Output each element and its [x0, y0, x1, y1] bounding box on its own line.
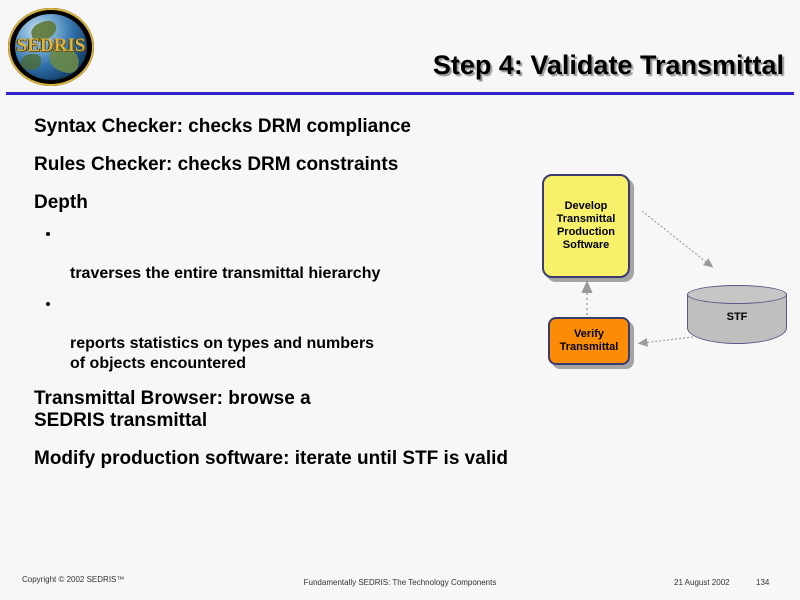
title-divider — [6, 92, 794, 95]
sub-bullet-group: traverses the entire transmittal hierarc… — [34, 224, 524, 374]
bullet-dot-icon — [46, 302, 50, 306]
globe-landmass — [21, 54, 41, 70]
bullet-level2: reports statistics on types and numbers … — [34, 294, 524, 374]
connector-develop-to-stf — [641, 210, 714, 268]
footer-copyright: Copyright © 2002 SEDRIS™ — [22, 575, 125, 584]
footer-date: 21 August 2002 — [674, 578, 730, 587]
bullet-level2-label: reports statistics on types and numbers … — [70, 335, 375, 372]
sedris-globe-logo: SEDRIS — [8, 8, 98, 86]
footer-title: Fundamentally SEDRIS: The Technology Com… — [303, 578, 497, 587]
diagram-node-stf[interactable]: STF — [687, 285, 787, 352]
diagram-node-verify[interactable]: Verify Transmittal — [548, 317, 630, 365]
process-diagram: Develop Transmittal Production Software … — [530, 165, 798, 390]
bullet-level1: Modify production software: iterate unti… — [34, 448, 508, 469]
slide-title: Step 4: Validate Transmittal — [432, 50, 784, 80]
bullet-level1: Syntax Checker: checks DRM compliance — [34, 116, 411, 137]
slide-body: Syntax Checker: checks DRM compliance Ru… — [34, 116, 524, 486]
bullet-level2-label: traverses the entire transmittal hierarc… — [70, 265, 381, 282]
bullet-level2: traverses the entire transmittal hierarc… — [34, 224, 524, 284]
bullet-dot-icon — [46, 232, 50, 236]
logo-ring: SEDRIS — [8, 8, 94, 86]
footer-page-number: 134 — [756, 578, 770, 587]
logo-wordmark: SEDRIS — [16, 35, 86, 56]
cylinder-label: STF — [726, 311, 748, 323]
bullet-level1: Depth — [34, 192, 88, 213]
bullet-level1: Transmittal Browser: browse a SEDRIS tra… — [34, 388, 311, 431]
connector-stf-to-verify — [637, 336, 694, 347]
diagram-node-develop[interactable]: Develop Transmittal Production Software — [542, 174, 630, 278]
globe-icon — [15, 14, 87, 80]
diagram-connectors — [581, 210, 714, 347]
cylinder-top — [687, 285, 787, 304]
bullet-level1: Rules Checker: checks DRM constraints — [34, 154, 399, 175]
